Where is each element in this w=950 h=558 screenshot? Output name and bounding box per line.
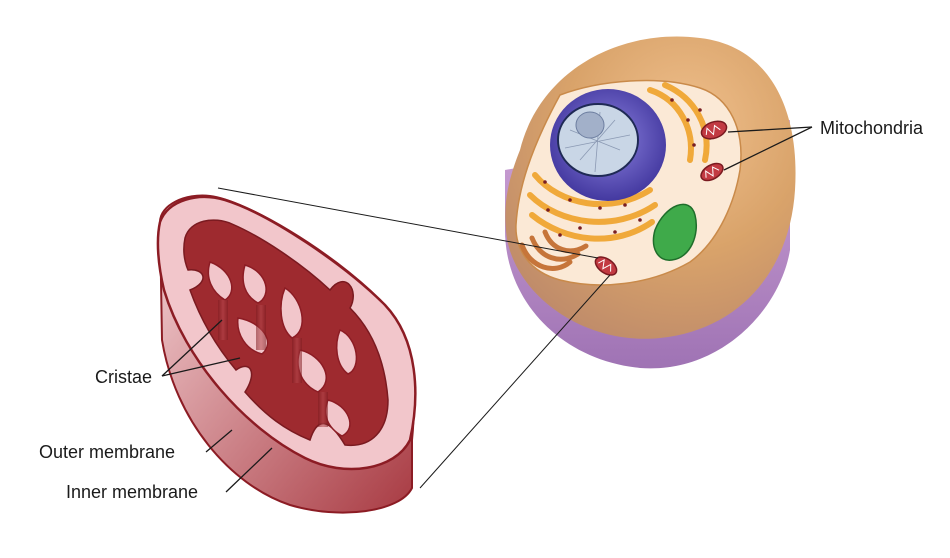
cristae-folds — [207, 261, 358, 437]
zoom-lines — [217, 187, 611, 489]
label-outer-membrane: Outer membrane — [39, 442, 175, 462]
mitochondrion-cutaway — [156, 194, 417, 514]
endoplasmic-reticulum — [527, 82, 710, 242]
green-organelle — [652, 203, 697, 261]
animal-cell — [505, 36, 796, 369]
label-cristae: Cristae — [95, 367, 152, 387]
cell-mitochondrion-2 — [700, 162, 724, 182]
golgi-apparatus — [519, 229, 589, 271]
cell-mitochondrion-1 — [700, 120, 728, 140]
ribosome-dots — [543, 98, 712, 237]
label-mitochondria: Mitochondria — [820, 118, 924, 138]
label-inner-membrane: Inner membrane — [66, 482, 198, 502]
nucleolus — [575, 111, 605, 139]
cell-mitochondrion-3 — [594, 256, 618, 276]
label-pointers — [161, 126, 813, 493]
nucleus — [550, 89, 666, 201]
cristae-depth — [218, 300, 328, 427]
